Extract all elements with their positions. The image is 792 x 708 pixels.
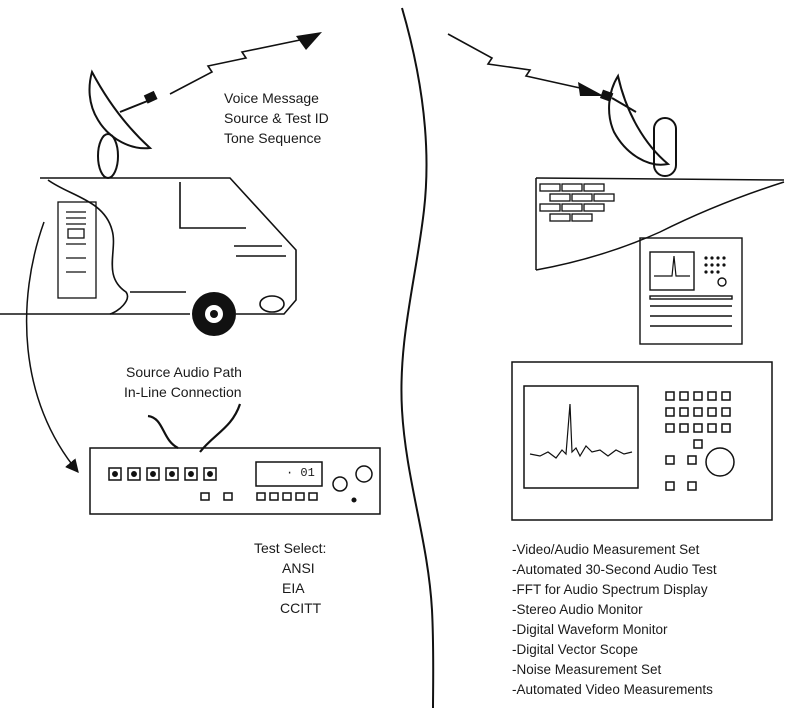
receive-building (535, 177, 785, 271)
center-divider (400, 7, 435, 708)
uplink-label-line-1: Voice Message (224, 90, 319, 106)
receive-equipment-rack (639, 237, 743, 345)
feature-item: -Video/Audio Measurement Set (512, 542, 700, 557)
feature-item: -Automated 30-Second Audio Test (512, 562, 717, 577)
feature-item: -Stereo Audio Monitor (512, 602, 643, 617)
audio-path-label-line-2: In-Line Connection (124, 384, 242, 400)
feature-item: -Digital Vector Scope (512, 642, 639, 657)
test-select-option-ansi: ANSI (282, 560, 315, 576)
feature-item: -Digital Waveform Monitor (512, 622, 668, 637)
test-select-option-ccitt: CCITT (280, 600, 322, 616)
downlink-arrowhead (578, 82, 604, 96)
spectrum-trace (529, 403, 633, 459)
uplink-signal-arrow (169, 39, 301, 95)
feature-item: -Noise Measurement Set (512, 662, 662, 677)
brick-wall (539, 183, 615, 222)
audio-path-label-line-1: Source Audio Path (126, 364, 242, 380)
uplink-label-line-2: Source & Test ID (224, 110, 329, 126)
broadcast-van (0, 177, 297, 315)
source-audio-cable-right (199, 403, 242, 453)
device-input-buttons (108, 467, 217, 481)
source-audio-cable-left (147, 414, 179, 449)
uplink-label-line-3: Tone Sequence (224, 130, 322, 146)
feature-item: -Automated Video Measurements (512, 682, 713, 697)
test-device-panel (89, 447, 381, 515)
measurement-set-panel (511, 361, 773, 521)
van-wheel-icon (192, 292, 236, 336)
rack-to-device-arrow (25, 221, 79, 474)
feature-item: -FFT for Audio Spectrum Display (512, 582, 708, 597)
test-select-title: Test Select: (254, 540, 327, 556)
test-select-option-eia: EIA (282, 580, 305, 596)
measurement-keypad (665, 391, 731, 491)
uplink-arrowhead (296, 32, 322, 50)
van-equipment-rack (57, 201, 97, 299)
measurement-knob-icon (705, 447, 735, 477)
uplink-dish-icon (88, 69, 158, 179)
receive-dish-icon (599, 73, 677, 177)
downlink-signal-arrow (447, 33, 581, 89)
measurement-features-list: -Video/Audio Measurement Set -Automated … (512, 540, 717, 700)
device-display-readout: · 01 (286, 466, 315, 480)
